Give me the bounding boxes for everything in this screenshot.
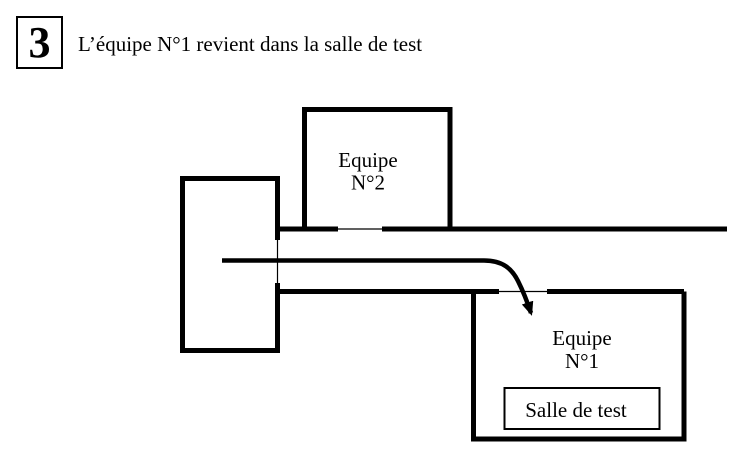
team2-room-walls <box>302 107 453 229</box>
test-room-label-box <box>503 387 661 430</box>
team2-room-label-line2: N°2 <box>351 171 385 195</box>
movement-arrow <box>222 258 534 316</box>
page-title: L’équipe N°1 revient dans la salle de te… <box>78 32 423 56</box>
left-room-walls <box>180 176 280 353</box>
team2-room-label-line1: Equipe <box>338 148 397 172</box>
step-number: 3 <box>28 17 51 67</box>
step-number-box: 3 <box>16 16 63 69</box>
team1-room-walls <box>471 291 687 442</box>
team1-room-label-line2: N°1 <box>565 349 599 373</box>
team1-room-label-line1: Equipe <box>552 326 611 350</box>
test-room-label: Salle de test <box>525 398 627 422</box>
